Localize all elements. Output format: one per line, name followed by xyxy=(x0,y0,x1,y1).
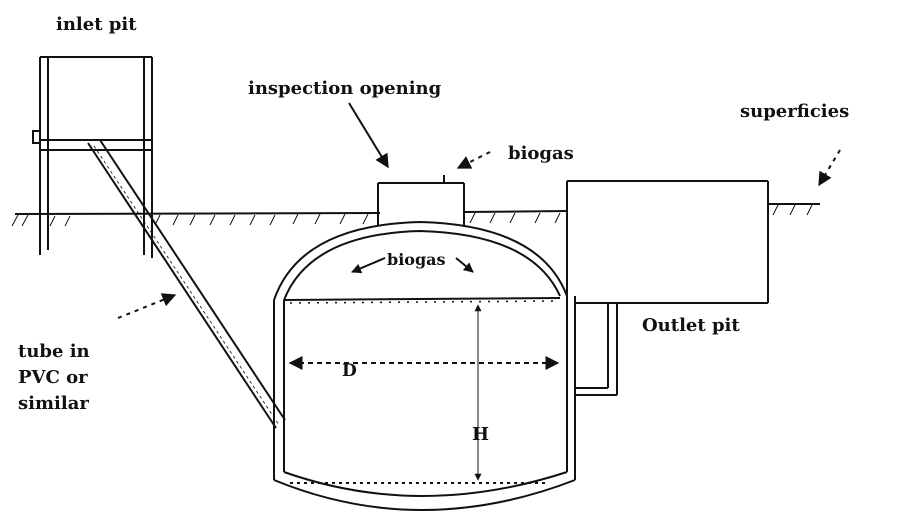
ground-hatching xyxy=(11,204,813,227)
diameter-label: D xyxy=(342,361,357,381)
biogas-dome-arrow-right xyxy=(455,257,474,273)
pointer-arrows xyxy=(117,102,841,319)
height-label: H xyxy=(472,424,489,445)
biogas-dome-label: biogas xyxy=(387,250,446,269)
superficies-label: superficies xyxy=(740,101,849,122)
superficies-arrow xyxy=(818,149,841,187)
biogas-dome-arrow-left xyxy=(351,257,386,274)
tube-label-line1: tube in xyxy=(18,341,90,362)
inspection-opening-label: inspection opening xyxy=(248,78,442,99)
ground-surface xyxy=(14,203,820,215)
slurry-level-line xyxy=(283,297,561,304)
inlet-pit xyxy=(32,56,153,258)
biogas-top-arrow xyxy=(456,151,491,169)
tube-label-line2: PVC or xyxy=(18,367,88,388)
outlet-pit xyxy=(566,180,769,396)
inspection-opening xyxy=(377,175,465,225)
tube-arrow xyxy=(117,293,177,319)
inspection-arrow xyxy=(348,102,389,169)
inlet-pit-label: inlet pit xyxy=(56,14,137,35)
inlet-tube xyxy=(87,139,286,429)
outlet-pit-label: Outlet pit xyxy=(642,315,740,336)
biogas-top-label: biogas xyxy=(508,143,574,164)
tube-label-line3: similar xyxy=(18,393,89,414)
